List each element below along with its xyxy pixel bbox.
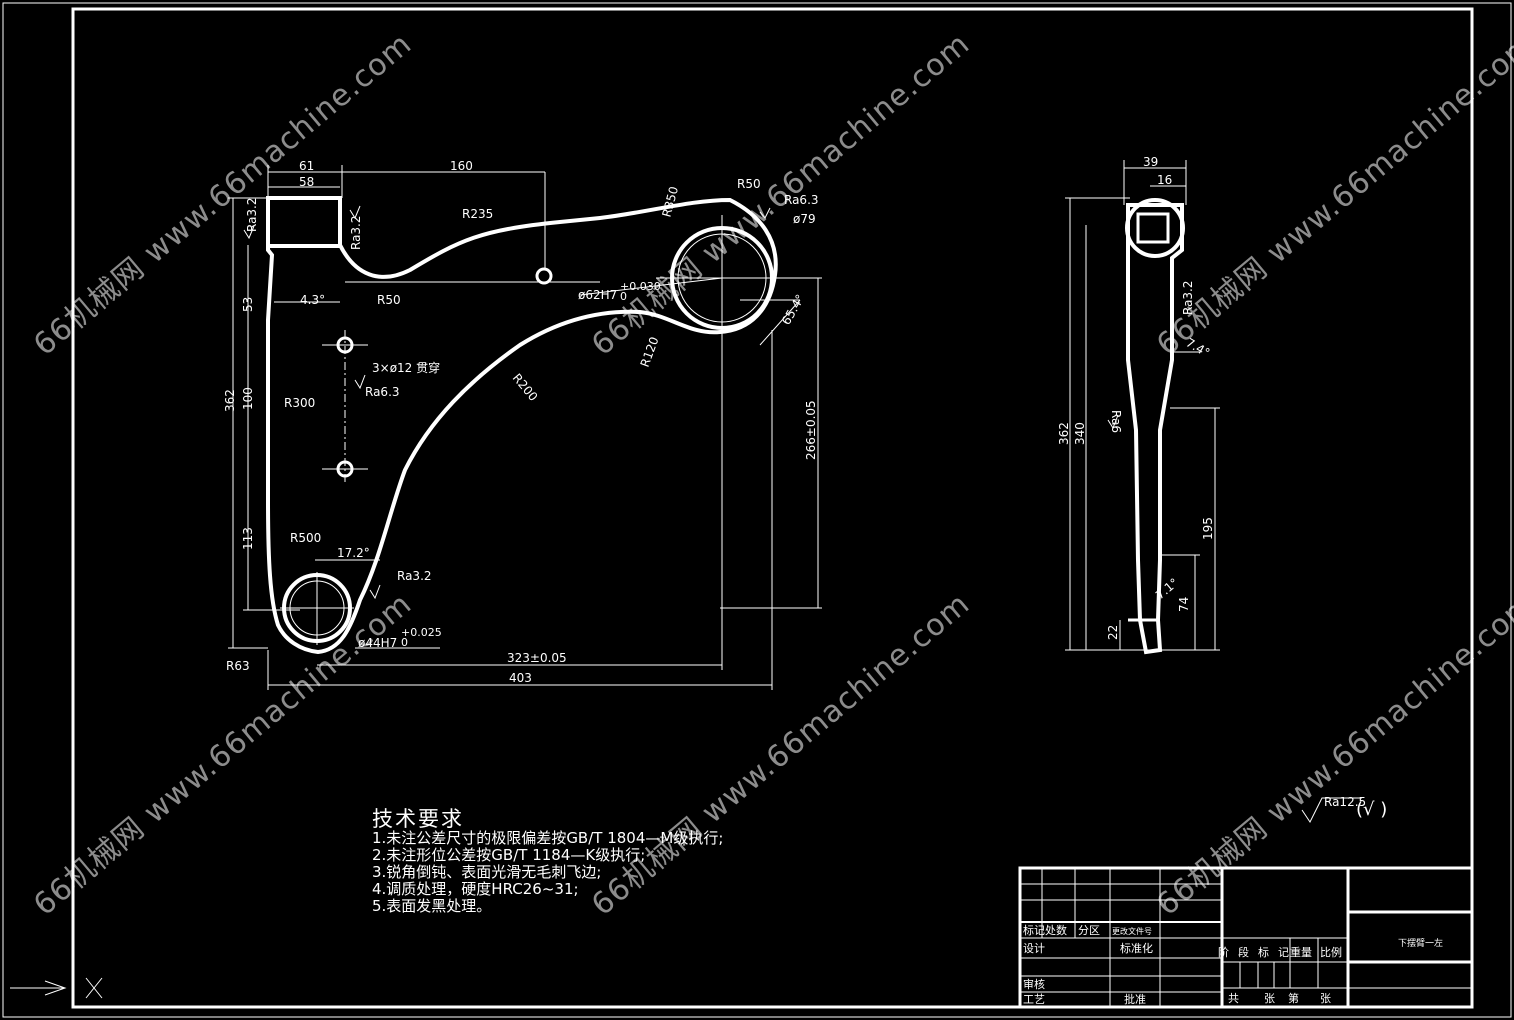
side-boss <box>1125 198 1185 258</box>
hole-3 <box>535 267 553 285</box>
side-ra6: Ra6 <box>1109 410 1123 433</box>
dim-195: 195 <box>1201 517 1215 540</box>
tb-part-name: 下摆臂一左 <box>1398 937 1443 949</box>
side-ra32: Ra3.2 <box>1181 280 1195 315</box>
dim-r235: R235 <box>462 207 493 221</box>
dim-266: 266±0.05 <box>804 400 818 460</box>
tb-mark: 标记 <box>1023 923 1045 937</box>
dim-16: 16 <box>1157 173 1172 187</box>
tb-no: 第 <box>1288 991 1299 1005</box>
ra63-top: Ra6.3 <box>784 193 819 207</box>
ra32-top-left: Ra3.2 <box>245 197 259 232</box>
tb-sheet-a: 张 <box>1264 992 1275 1005</box>
title-block-labels: 标记 处数 分区 更改文件号 设计 标准化 审核 工艺 批准 阶 段 标 记 重… <box>1023 923 1443 1006</box>
dim-d44-tol: +0.025 <box>401 626 442 639</box>
side-outline <box>1126 203 1184 655</box>
dim-r120: R120 <box>638 335 662 369</box>
tb-design: 设计 <box>1023 942 1045 955</box>
dim-r500: R500 <box>290 531 321 545</box>
tech-item-4: 4.调质处理，硬度HRC26~31; <box>372 880 579 898</box>
dim-58: 58 <box>299 175 314 189</box>
angle-4-3: 4.3° <box>300 293 325 307</box>
tech-item-2: 2.未注形位公差按GB/T 1184—K级执行; <box>372 846 646 864</box>
dim-r350: R350 <box>660 185 682 219</box>
side-view <box>1065 160 1220 655</box>
tb-stage-4: 记 <box>1278 946 1289 959</box>
dim-r63: R63 <box>226 659 250 673</box>
dim-d62-tol: +0.030 <box>620 280 661 293</box>
tech-item-5: 5.表面发黑处理。 <box>372 897 492 915</box>
top-boss <box>266 196 342 248</box>
side-dim-362: 362 <box>1057 422 1071 445</box>
tb-zone: 分区 <box>1078 924 1100 937</box>
side-view-labels: 39 16 362 340 Ra3.2 7.4° Ra6 195 74 22 7… <box>1057 155 1215 640</box>
tb-stage-3: 标 <box>1258 945 1269 959</box>
tb-stage-1: 阶 <box>1218 945 1229 959</box>
dim-39: 39 <box>1143 155 1158 169</box>
dim-d62: ø62H7 <box>578 288 617 302</box>
tb-review: 审核 <box>1023 977 1045 991</box>
dim-74: 74 <box>1177 597 1191 612</box>
dim-r200: R200 <box>510 371 541 404</box>
dim-403: 403 <box>509 671 532 685</box>
dim-d44-tol2: 0 <box>401 636 408 649</box>
ra32-bottom: Ra3.2 <box>397 569 432 583</box>
roughness-note: Ra12.5 (√ ) <box>1301 795 1387 823</box>
drawing-border <box>71 7 1474 1009</box>
dim-d44: ø44H7 <box>358 636 397 650</box>
dim-61: 61 <box>299 159 314 173</box>
tb-total: 共 <box>1228 992 1239 1005</box>
arm-outline <box>266 196 778 655</box>
holes-note: 3×ø12 贯穿 <box>372 360 440 375</box>
tech-item-3: 3.锐角倒钝、表面光滑无毛刺飞边; <box>372 863 602 881</box>
dim-323: 323±0.05 <box>507 651 567 665</box>
title-block <box>1018 866 1474 1009</box>
ra32-top-left-2: Ra3.2 <box>349 215 363 250</box>
dim-113: 113 <box>241 527 255 550</box>
tech-title: 技术要求 <box>372 807 464 831</box>
ra63-mid: Ra6.3 <box>365 385 400 399</box>
tb-approve: 批准 <box>1124 992 1146 1006</box>
tb-sheet-b: 张 <box>1320 992 1331 1005</box>
dim-r50-top: R50 <box>737 177 761 191</box>
angle-65: 65.4° <box>779 292 807 327</box>
tb-standardize: 标准化 <box>1120 941 1153 955</box>
side-dim-340: 340 <box>1073 422 1087 445</box>
roughness-suffix: (√ ) <box>1356 799 1387 820</box>
dim-r50-mid: R50 <box>377 293 401 307</box>
tb-scale: 比例 <box>1320 945 1342 959</box>
dim-d79: ø79 <box>793 212 816 226</box>
dim-53: 53 <box>241 297 255 312</box>
ucs-icon <box>10 977 103 999</box>
tb-process: 工艺 <box>1023 993 1045 1006</box>
dim-r300: R300 <box>284 396 315 410</box>
front-view <box>228 165 822 690</box>
tb-count: 处数 <box>1045 924 1067 937</box>
tb-stage-2: 段 <box>1238 945 1249 959</box>
tech-item-1: 1.未注公差尺寸的极限偏差按GB/T 1804—M级执行; <box>372 829 724 847</box>
dim-d62-tol2: 0 <box>620 290 627 303</box>
dim-362: 362 <box>223 389 237 412</box>
dim-160: 160 <box>450 159 473 173</box>
roughness-ra: Ra12.5 <box>1324 795 1366 809</box>
angle-17-2: 17.2° <box>337 546 370 560</box>
tb-weight: 重量 <box>1290 945 1312 959</box>
technical-requirements: 技术要求 1.未注公差尺寸的极限偏差按GB/T 1804—M级执行; 2.未注形… <box>372 808 723 915</box>
dim-22: 22 <box>1106 625 1120 640</box>
dim-100: 100 <box>241 387 255 410</box>
tb-change-doc: 更改文件号 <box>1112 926 1152 936</box>
